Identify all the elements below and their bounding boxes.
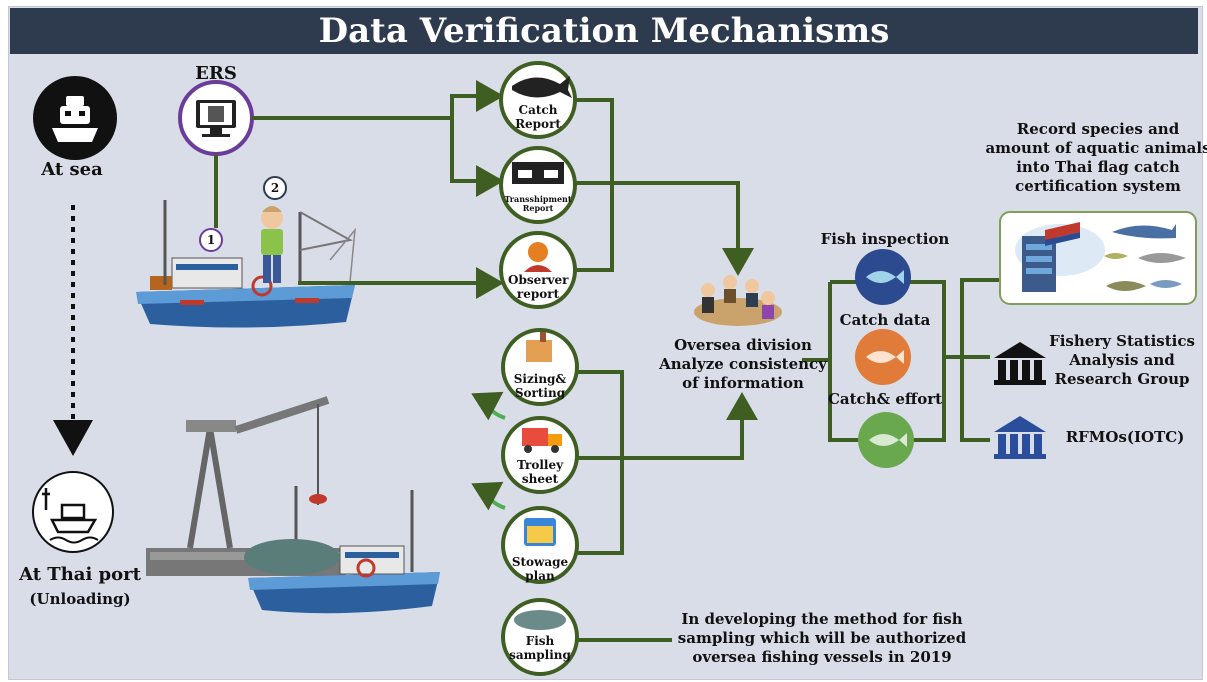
truck-icon (522, 428, 562, 453)
catch-data-icon (855, 329, 911, 385)
ers-computer-icon (178, 80, 254, 156)
transshipment-icon (512, 162, 564, 184)
port-icon (32, 471, 114, 553)
sizing-sorting-node (501, 328, 579, 406)
ers-label: ERS (195, 63, 237, 84)
trolley-sheet-node (501, 416, 579, 494)
catch-data-label: Catch data (839, 311, 931, 329)
fish-inspection-label: Fish inspection (820, 230, 950, 248)
stowage-plan-node (501, 506, 579, 584)
unloading-label: (Unloading) (29, 590, 131, 608)
page-title: Data Verification Mechanisms (10, 8, 1198, 54)
fishing-vessel-icon (136, 200, 356, 328)
reports-to-oversea-line (576, 181, 754, 276)
server-icon (999, 211, 1197, 305)
meeting-icon (694, 275, 782, 326)
observer-person-icon (261, 206, 283, 283)
tuna-icon (512, 76, 572, 98)
fish-pile-icon (514, 610, 566, 630)
marker-one-label: 1 (206, 233, 216, 247)
unloading-vessel-icon (244, 486, 440, 614)
at-port-label: At Thai port (19, 564, 141, 585)
at-sea-label: At sea (41, 159, 103, 180)
fish-sampling-node (501, 598, 579, 676)
catch-effort-icon (858, 412, 914, 468)
calendar-icon (524, 518, 556, 546)
sizing-sorting-label: Sizing&Sorting (513, 372, 567, 400)
observer-icon (524, 242, 552, 272)
port-to-oversea-line (578, 392, 758, 460)
bank-icon (994, 342, 1046, 385)
ers-to-transship-line (450, 118, 504, 197)
marker-two-label: 2 (270, 181, 280, 195)
catch-report-node (499, 61, 577, 139)
rfmo-label: RFMOs(IOTC) (1065, 428, 1185, 446)
marker-two (263, 176, 287, 200)
observer-report-node (499, 231, 577, 309)
marker-one (199, 228, 223, 252)
catch-effort-label: Catch& effort (827, 390, 943, 408)
ers-to-catch-line (252, 80, 504, 120)
transshipment-report-node (499, 146, 577, 224)
fish-inspection-icon (855, 249, 911, 305)
rfmo-bank-icon (994, 416, 1046, 459)
ship-icon (33, 76, 117, 160)
factory-icon (526, 332, 552, 362)
